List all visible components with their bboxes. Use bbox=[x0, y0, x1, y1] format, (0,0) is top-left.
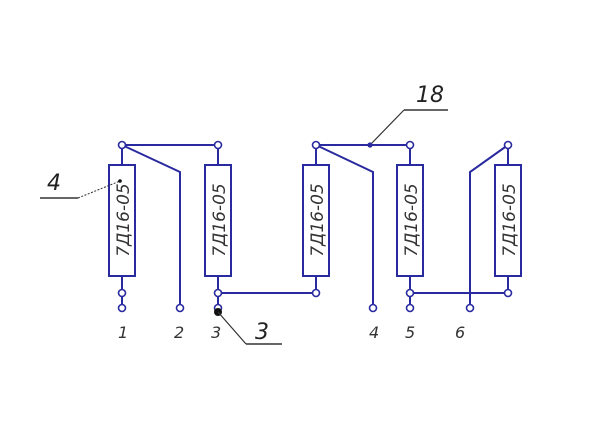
component-label: 7Д16-05 bbox=[308, 183, 328, 257]
callout-3-label: 3 bbox=[255, 320, 269, 345]
terminal-node-4 bbox=[368, 303, 378, 313]
node-top-4 bbox=[405, 140, 415, 150]
callout-4-leader bbox=[77, 180, 121, 199]
node-lower-1 bbox=[117, 288, 127, 298]
wire-to-terminal-6 bbox=[469, 144, 509, 309]
terminal-labels: 1 2 3 4 5 6 bbox=[118, 323, 465, 342]
component-label: 7Д16-05 bbox=[114, 183, 134, 257]
terminal-node-6 bbox=[465, 303, 475, 313]
callout-4: 4 bbox=[40, 171, 122, 199]
callout-3-leader bbox=[217, 311, 247, 345]
terminal-label-4: 4 bbox=[369, 323, 379, 342]
callout-18-dot bbox=[367, 142, 373, 148]
component-4: 7Д16-05 bbox=[396, 164, 424, 277]
callout-18-leader bbox=[369, 109, 405, 146]
terminal-node-1 bbox=[117, 303, 127, 313]
terminal-label-6: 6 bbox=[455, 323, 465, 342]
node-lower-2 bbox=[213, 288, 223, 298]
components: 7Д16-05 7Д16-05 7Д16-05 7Д16-05 7Д16-05 bbox=[108, 164, 522, 277]
wire-to-terminal-4 bbox=[315, 144, 374, 309]
node-top-3 bbox=[311, 140, 321, 150]
node-top-5 bbox=[503, 140, 513, 150]
component-3: 7Д16-05 bbox=[302, 164, 330, 277]
terminal-label-2: 2 bbox=[174, 323, 184, 342]
node-top-1 bbox=[117, 140, 127, 150]
component-label: 7Д16-05 bbox=[210, 183, 230, 257]
terminal-label-3: 3 bbox=[211, 323, 221, 342]
callout-18: 18 bbox=[367, 83, 448, 148]
callout-4-label: 4 bbox=[47, 171, 61, 196]
component-body bbox=[108, 164, 136, 277]
component-1: 7Д16-05 bbox=[108, 164, 136, 277]
component-2: 7Д16-05 bbox=[204, 164, 232, 277]
node-lower-5 bbox=[503, 288, 513, 298]
terminal-node-5 bbox=[405, 303, 415, 313]
node-lower-4 bbox=[405, 288, 415, 298]
nodes bbox=[117, 140, 513, 313]
component-body bbox=[302, 164, 330, 277]
component-label: 7Д16-05 bbox=[402, 183, 422, 257]
component-label: 7Д16-05 bbox=[500, 183, 520, 257]
node-lower-3 bbox=[311, 288, 321, 298]
terminal-label-1: 1 bbox=[118, 323, 128, 342]
node-top-2 bbox=[213, 140, 223, 150]
callout-4-dot bbox=[118, 179, 122, 183]
callout-18-label: 18 bbox=[416, 83, 444, 108]
wire-to-terminal-2 bbox=[121, 144, 181, 309]
component-body bbox=[396, 164, 424, 277]
component-body bbox=[204, 164, 232, 277]
component-body bbox=[494, 164, 522, 277]
callout-3: 3 bbox=[214, 308, 282, 345]
component-5: 7Д16-05 bbox=[494, 164, 522, 277]
terminal-node-2 bbox=[175, 303, 185, 313]
terminal-label-5: 5 bbox=[405, 323, 415, 342]
